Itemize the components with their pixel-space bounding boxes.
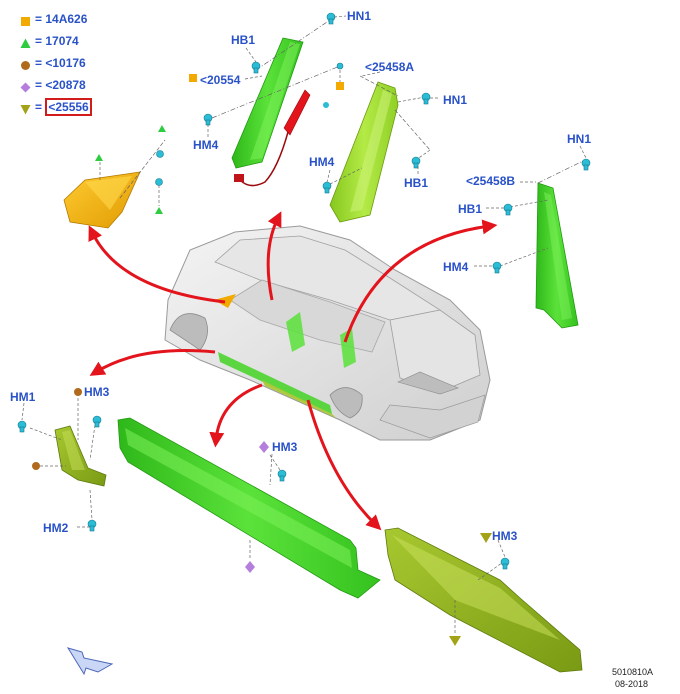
label-part-25458a: <25458A <box>365 60 415 74</box>
mirror-trim-part <box>63 125 166 229</box>
front-pillar-part <box>189 19 344 187</box>
circle-icon <box>20 58 31 70</box>
arrow-to-mirror-trim <box>88 225 226 304</box>
clip-fastener-icon <box>322 181 332 194</box>
vehicle-body <box>164 225 491 441</box>
rear-rocker-part <box>384 527 583 673</box>
arrow-to-a-pillar <box>266 211 282 301</box>
square-icon <box>20 14 31 26</box>
legend-row-14a626: = 14A626 <box>20 11 87 27</box>
label-hm3-center: HM3 <box>272 440 298 454</box>
fasteners <box>17 12 591 570</box>
label-hn1-mid: HN1 <box>443 93 468 107</box>
callout-arrows <box>88 211 498 531</box>
rocker-panel-part <box>117 417 381 599</box>
clip-fastener-icon <box>500 557 510 570</box>
label-part-25458b: <25458B <box>466 174 516 188</box>
legend-row-25556: = <25556 <box>20 98 92 116</box>
legend-text: = <10176 <box>35 56 86 70</box>
front-direction-arrow-icon <box>66 647 114 676</box>
label-hm4-left: HM4 <box>193 138 219 152</box>
clip-fastener-icon <box>92 415 102 428</box>
arrow-to-rocker <box>209 383 263 448</box>
legend-row-20878: = <20878 <box>20 77 86 93</box>
label-part-20554: <20554 <box>200 73 241 87</box>
label-hb1-mid: HB1 <box>404 176 429 190</box>
figure-id: 5010810A <box>612 667 654 677</box>
legend-text-prefix: = <box>35 100 46 114</box>
label-hm3-right: HM3 <box>492 529 518 543</box>
legend-row-17074: = 17074 <box>20 33 79 49</box>
legend-text: = 14A626 <box>35 12 88 26</box>
legend-text-highlighted: = <25556 <box>35 98 92 116</box>
clip-fastener-icon <box>156 150 164 158</box>
triangle-icon <box>20 36 31 48</box>
clip-fastener-icon <box>411 156 421 169</box>
rear-pillar-part <box>499 159 586 329</box>
legend-text: = <20878 <box>35 78 86 92</box>
triangle-down-icon <box>20 102 31 114</box>
clip-fastener-icon <box>87 519 97 532</box>
highlighted-part-number[interactable]: <25556 <box>45 98 92 116</box>
label-hm3-left: HM3 <box>84 385 110 399</box>
clip-fastener-icon <box>581 158 591 171</box>
clip-fastener-icon <box>492 261 502 274</box>
label-hm2-left: HM2 <box>43 521 69 535</box>
label-hm1-left: HM1 <box>10 390 36 404</box>
clip-fastener-icon <box>203 113 213 126</box>
label-hb1-right: HB1 <box>458 202 483 216</box>
front-rocker-part <box>29 388 107 521</box>
clip-fastener-icon <box>155 178 163 186</box>
legend-row-10176: = <10176 <box>20 55 86 71</box>
label-hm4-mid: HM4 <box>309 155 335 169</box>
label-hm4-right: HM4 <box>443 260 469 274</box>
clip-fastener-icon <box>251 61 261 74</box>
arrow-to-front-rocker <box>89 349 216 376</box>
clip-fastener-icon <box>277 469 287 482</box>
center-pillar-part <box>329 75 431 223</box>
label-hn1-top: HN1 <box>347 9 372 23</box>
figure-date: 08-2018 <box>615 679 649 689</box>
arrow-to-rear-pillar <box>343 219 498 343</box>
clip-fastener-icon <box>336 62 344 70</box>
clip-fastener-icon <box>421 92 431 105</box>
label-hn1-right: HN1 <box>567 132 592 146</box>
legend-text: = 17074 <box>35 34 79 48</box>
diamond-icon <box>20 80 31 92</box>
clip-fastener-icon <box>326 12 336 25</box>
leader-lines <box>21 15 587 558</box>
label-hb1-top: HB1 <box>231 33 256 47</box>
clip-fastener-icon <box>503 203 513 216</box>
clip-fastener-icon <box>17 420 27 433</box>
arrow-to-rear-rocker <box>306 399 382 531</box>
